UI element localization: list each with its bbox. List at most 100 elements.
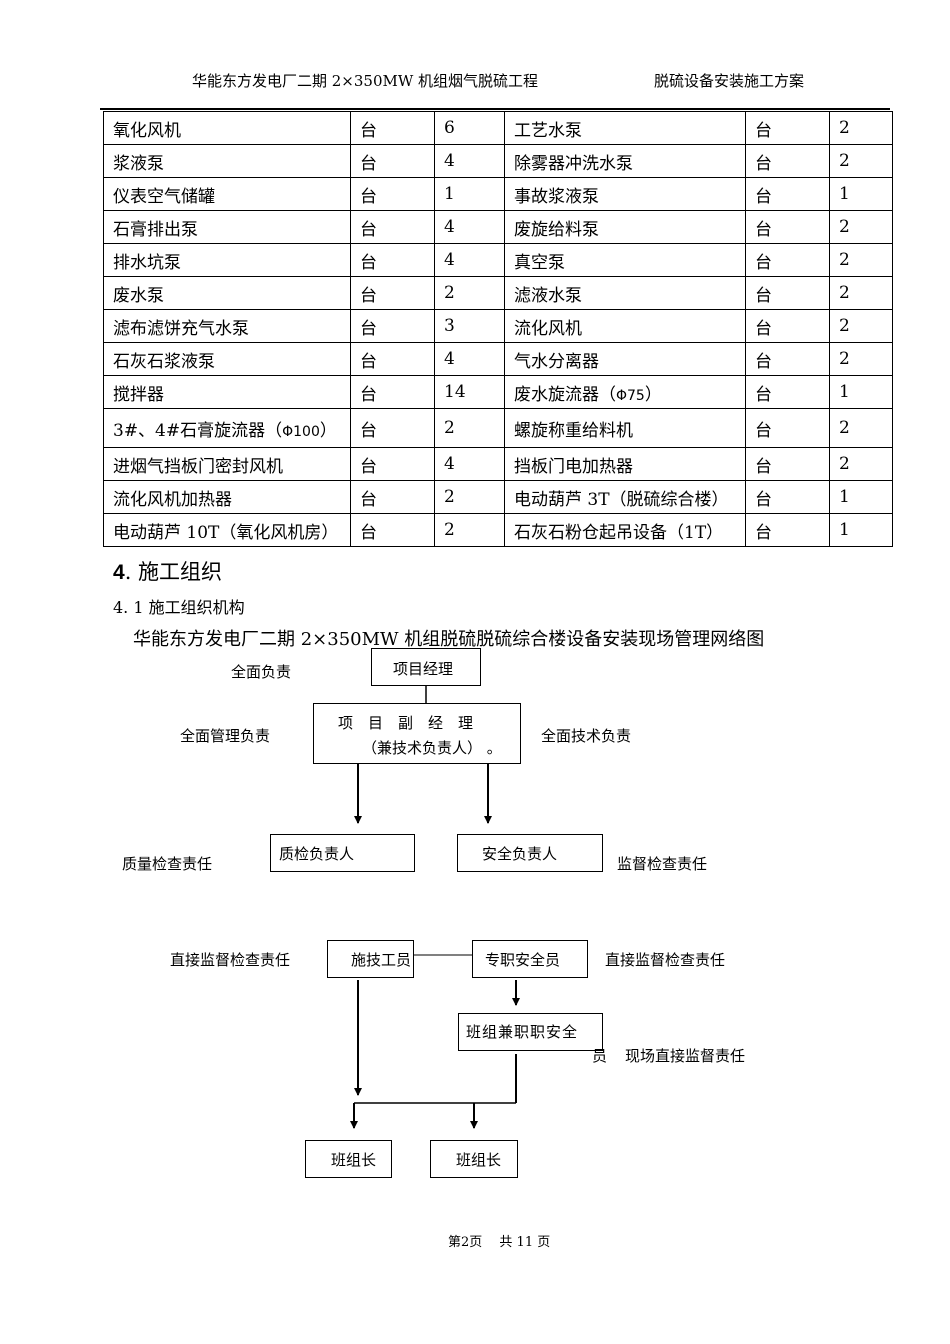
table-cell: 台 [350, 144, 435, 178]
table-cell: 挡板门电加热器 [504, 447, 746, 481]
header-rule [100, 108, 890, 110]
quality-note: 质量检查责任 [122, 855, 213, 873]
table-cell: 台 [350, 342, 435, 376]
team-safety-note: 现场直接监督责任 [625, 1047, 746, 1065]
table-cell: 台 [745, 276, 830, 310]
table-cell: 台 [350, 210, 435, 244]
table-cell: 台 [350, 480, 435, 514]
subsection-title: 施工组织机构 [148, 598, 245, 617]
table-cell: 1 [829, 177, 893, 211]
table-cell: 事故浆液泵 [504, 177, 746, 211]
table-cell: 除雾器冲洗水泵 [504, 144, 746, 178]
diameter-spec: Φ75 [616, 387, 645, 404]
table-cell: 3 [434, 309, 505, 343]
table-cell: 2 [829, 243, 893, 277]
deputy-right-note: 全面技术负责 [541, 727, 632, 745]
section-number: 4 [113, 561, 125, 584]
org-chart-title: 华能东方发电厂二期 2×350MW 机组脱硫脱硫综合楼设备安装现场管理网络图 [133, 629, 765, 650]
table-cell: 2 [434, 408, 505, 448]
table-cell: 2 [434, 513, 505, 547]
diameter-spec: Φ100 [282, 423, 320, 440]
project-manager-box: 项目经理 [371, 648, 481, 686]
subsection-heading: 4. 1 施工组织机构 [113, 594, 245, 618]
table-cell: 4 [434, 210, 505, 244]
table-cell: 台 [745, 513, 830, 547]
deputy-manager-line1: 项 目 副 经 理 [338, 714, 474, 732]
safety-lead-label: 安全负责人 [482, 845, 558, 863]
team-leader-box-1: 班组长 [305, 1140, 392, 1178]
deputy-manager-role: （兼技术负责人） [362, 739, 483, 757]
team-leader-label-1: 班组长 [331, 1151, 377, 1169]
pm-note: 全面负责 [231, 663, 292, 681]
table-cell: 台 [745, 408, 830, 448]
technician-box: 施技工员 [327, 940, 414, 978]
table-cell: 2 [829, 276, 893, 310]
table-cell: 台 [350, 447, 435, 481]
section-title: . 施工组织 [124, 560, 223, 584]
table-cell: 2 [829, 210, 893, 244]
safety-note: 监督检查责任 [617, 855, 708, 873]
table-cell: 电动葫芦 3T（脱硫综合楼） [504, 480, 746, 514]
table-cell: 石灰石浆液泵 [103, 342, 351, 376]
quality-lead-box: 质检负责人 [270, 834, 415, 872]
table-cell: 台 [350, 276, 435, 310]
table-cell: 废水旋流器（Φ75） [504, 375, 746, 409]
table-cell: 台 [745, 210, 830, 244]
table-cell: 4 [434, 243, 505, 277]
table-cell: 电动葫芦 10T（氧化风机房） [103, 513, 351, 547]
technician-note: 直接监督检查责任 [170, 951, 291, 969]
table-cell: 3#、4#石膏旋流器（Φ100） [103, 408, 351, 448]
table-cell: 螺旋称重给料机 [504, 408, 746, 448]
table-cell: 流化风机 [504, 309, 746, 343]
project-manager-label: 项目经理 [393, 660, 454, 678]
safety-officer-box: 专职安全员 [472, 940, 588, 978]
table-cell: 2 [829, 408, 893, 448]
safety-officer-label: 专职安全员 [485, 951, 561, 969]
table-cell: 14 [434, 375, 505, 409]
table-cell: 2 [829, 309, 893, 343]
header-doc-title: 脱硫设备安装施工方案 [654, 72, 805, 90]
footer-page: 第2页 [448, 1235, 483, 1250]
table-cell: 台 [745, 480, 830, 514]
table-cell: 流化风机加热器 [103, 480, 351, 514]
table-cell: 台 [745, 243, 830, 277]
team-leader-label-2: 班组长 [456, 1151, 502, 1169]
table-cell: 台 [350, 309, 435, 343]
table-cell: 台 [350, 375, 435, 409]
table-cell: 台 [350, 513, 435, 547]
subsection-number: 4. 1 [113, 598, 144, 617]
table-cell: 2 [829, 111, 893, 145]
header-project-title: 华能东方发电厂二期 2×350MW 机组烟气脱硫工程 [192, 72, 539, 90]
table-cell: 4 [434, 447, 505, 481]
table-cell: 台 [745, 177, 830, 211]
team-safety-label-cont: 员 [592, 1047, 608, 1065]
table-cell: 气水分离器 [504, 342, 746, 376]
safety-lead-box: 安全负责人 [457, 834, 603, 872]
table-cell: 1 [829, 480, 893, 514]
table-cell: 台 [745, 111, 830, 145]
page-footer: 第2页 共 11 页 [448, 1231, 550, 1250]
table-cell: 2 [829, 342, 893, 376]
deputy-left-note: 全面管理负责 [180, 727, 271, 745]
deputy-manager-mark: 。 [486, 739, 502, 757]
footer-total: 共 11 页 [499, 1235, 551, 1250]
deputy-manager-line2: （兼技术负责人） 。 [338, 736, 520, 761]
table-cell: 搅拌器 [103, 375, 351, 409]
table-cell: 工艺水泵 [504, 111, 746, 145]
team-safety-label: 班组兼职职安全 [466, 1023, 579, 1041]
team-leader-box-2: 班组长 [430, 1140, 518, 1178]
quality-lead-label: 质检负责人 [279, 845, 355, 863]
